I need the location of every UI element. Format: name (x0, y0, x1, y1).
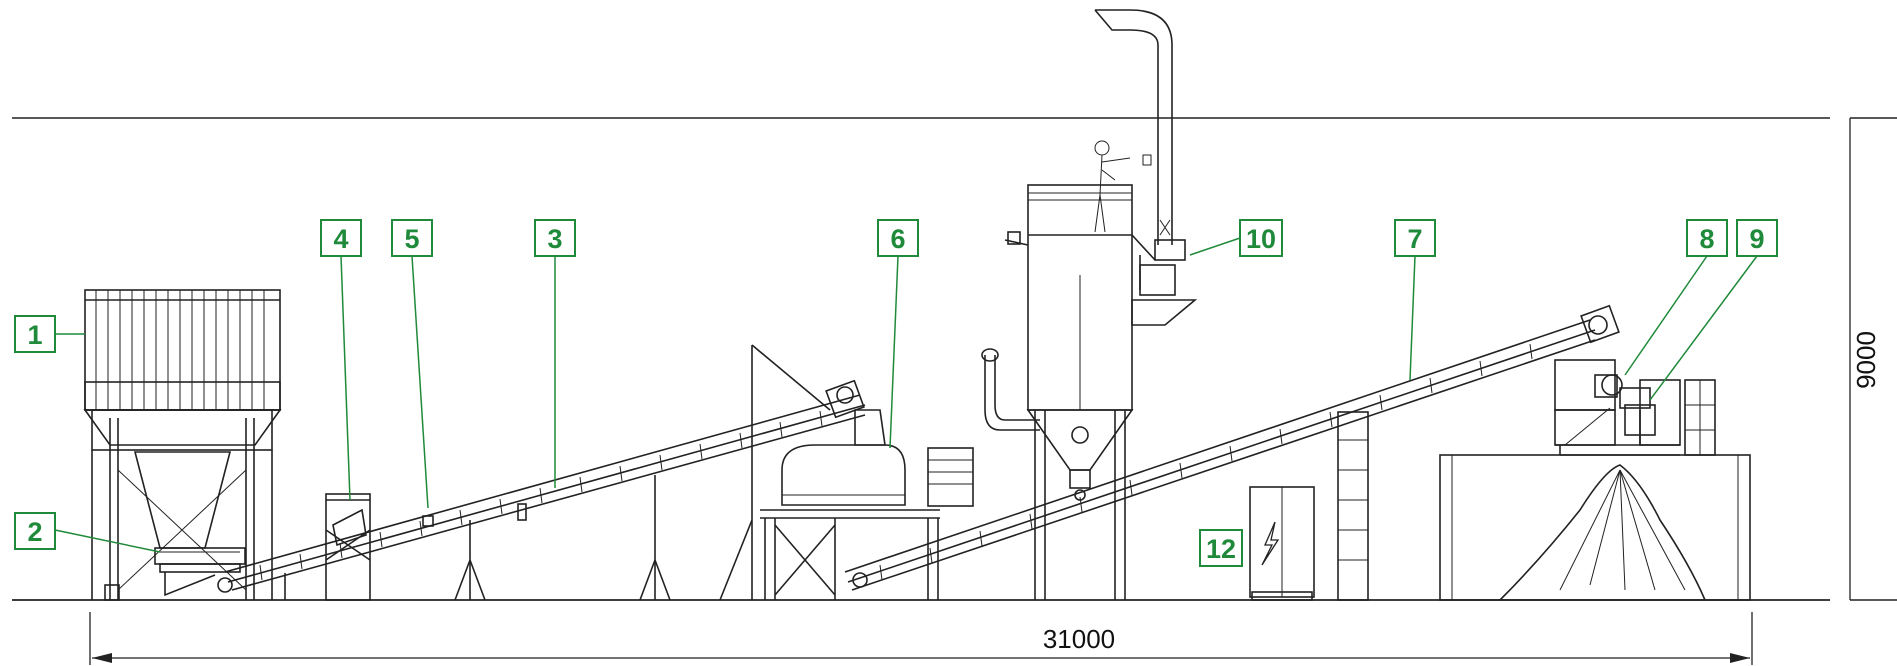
callout-leaders (54, 237, 1758, 553)
belt-conveyor-main (217, 379, 866, 601)
svg-text:9: 9 (1749, 224, 1764, 254)
callout-1: 1 (14, 315, 56, 353)
length-dimension (89, 612, 1753, 665)
callout-5: 5 (391, 219, 433, 257)
callout-6: 6 (877, 219, 919, 257)
callout-7: 7 (1394, 219, 1436, 257)
lightning-bolt-icon (1261, 521, 1280, 566)
svg-text:7: 7 (1407, 224, 1422, 254)
worker-figure (1027, 140, 1152, 233)
pellet-mill (1554, 359, 1680, 456)
electrical-cabinet (1249, 486, 1315, 601)
packing-unit (1639, 379, 1716, 456)
svg-text:12: 12 (1206, 534, 1236, 564)
belt-conveyor-long (844, 304, 1620, 601)
height-dimension-label: 9000 (1851, 331, 1881, 389)
callout-2: 2 (14, 512, 56, 550)
callout-4: 4 (320, 219, 362, 257)
svg-text:4: 4 (333, 224, 348, 254)
reference-lines (12, 117, 1897, 601)
screen-frame (325, 493, 371, 601)
svg-text:8: 8 (1699, 224, 1714, 254)
vibrating-feeder (154, 547, 246, 597)
callout-9: 9 (1736, 219, 1778, 257)
dust-collector (981, 9, 1198, 600)
svg-text:6: 6 (890, 224, 905, 254)
svg-text:3: 3 (547, 224, 562, 254)
callout-10: 10 (1239, 219, 1283, 257)
callout-8: 8 (1686, 219, 1728, 257)
length-dimension-label: 31000 (1043, 624, 1115, 654)
hopper-silo (83, 289, 282, 601)
svg-text:1: 1 (27, 320, 42, 350)
callout-12: 12 (1199, 529, 1243, 567)
storage-platform (1439, 454, 1751, 601)
svg-text:2: 2 (27, 517, 42, 547)
svg-text:10: 10 (1246, 224, 1276, 254)
hammer-mill (719, 344, 974, 601)
svg-text:5: 5 (404, 224, 419, 254)
callout-3: 3 (534, 219, 576, 257)
